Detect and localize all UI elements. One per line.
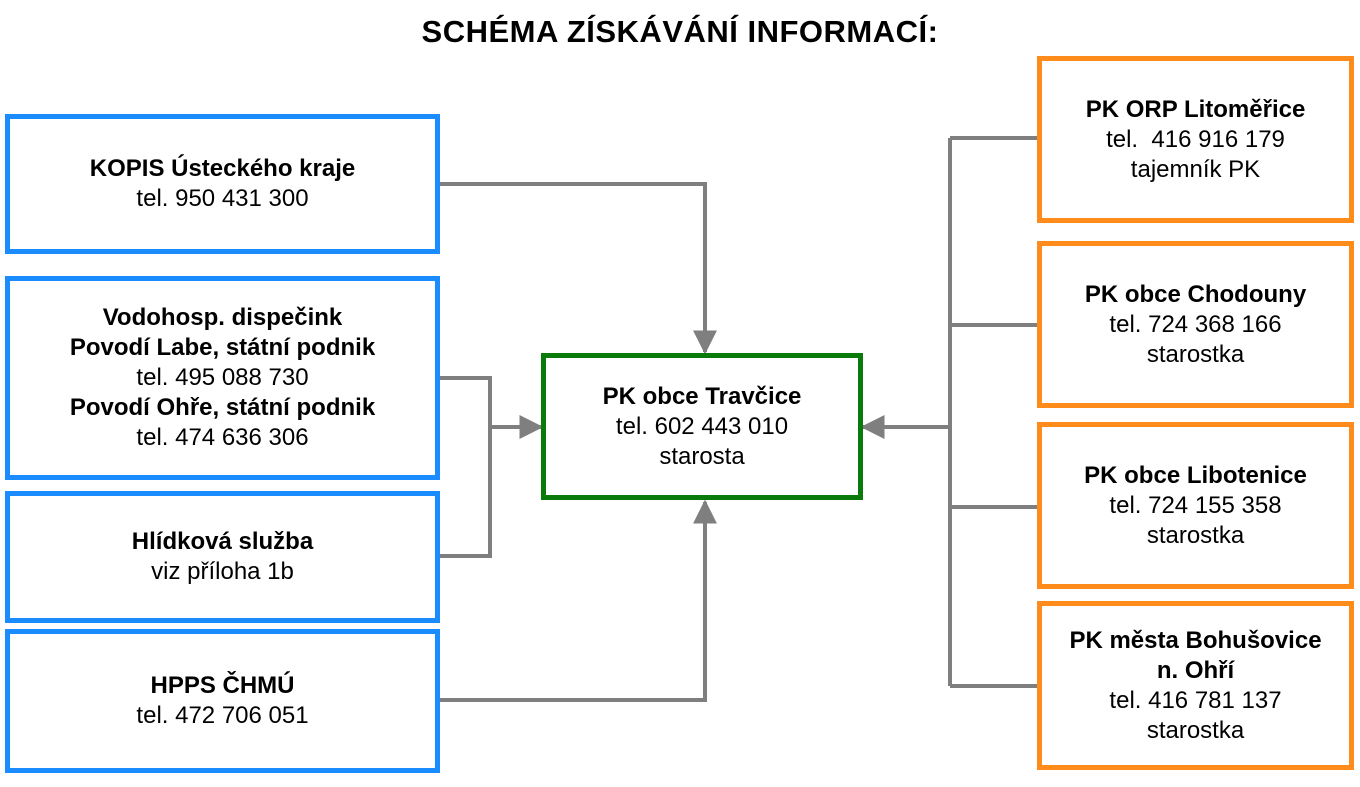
bohusovice-name-line1: PK města Bohušovice (1069, 626, 1322, 654)
vodohosp-connector (440, 376, 492, 558)
libotenice-tel: tel. 724 155 358 (1109, 491, 1282, 519)
travcice-tel: tel. 602 443 010 (615, 412, 789, 440)
diagram-title: SCHÉMA ZÍSKÁVÁNÍ INFORMACÍ: (421, 14, 939, 49)
kopis-name: KOPIS Ústeckého kraje (89, 155, 356, 182)
box-vodohosp: Vodohosp. dispečink Povodí Labe, státní … (5, 276, 440, 480)
box-litomerice: PK ORP Litoměřice tel. 416 916 179 tajem… (1037, 56, 1354, 223)
box-libotenice: PK obce Libotenice tel. 724 155 358 star… (1037, 422, 1354, 589)
bohusovice-tel: tel. 416 781 137 (1109, 686, 1282, 714)
travcice-name: PK obce Travčice (602, 382, 802, 410)
vodohosp-tel2: tel. 474 636 306 (136, 424, 309, 451)
box-hlidkova: Hlídková služba viz příloha 1b (5, 491, 440, 623)
litomerice-name: PK ORP Litoměřice (1085, 95, 1306, 123)
hpps-tel: tel. 472 706 051 (136, 702, 309, 729)
bohusovice-role: starostka (1146, 716, 1245, 744)
box-chodouny: PK obce Chodouny tel. 724 368 166 staros… (1037, 241, 1354, 408)
libotenice-role: starostka (1146, 521, 1245, 549)
vodohosp-org2: Povodí Ohře, státní podnik (69, 394, 376, 421)
bohusovice-name-line2: n. Ohří (1156, 656, 1235, 684)
chodouny-role: starostka (1146, 340, 1245, 368)
litomerice-role: tajemník PK (1130, 155, 1261, 183)
hpps-connector (440, 499, 717, 702)
kopis-connector (440, 182, 717, 355)
vodohosp-name: Vodohosp. dispečink (102, 304, 343, 331)
chodouny-name: PK obce Chodouny (1084, 280, 1307, 308)
libotenice-name: PK obce Libotenice (1084, 461, 1307, 489)
litomerice-tel: tel. 416 916 179 (1106, 125, 1285, 153)
box-bohusovice: PK města Bohušovice n. Ohří tel. 416 781… (1037, 601, 1354, 770)
box-hpps: HPPS ČHMÚ tel. 472 706 051 (5, 629, 440, 773)
vodohosp-org1: Povodí Labe, státní podnik (69, 334, 376, 361)
travcice-role: starosta (659, 442, 745, 470)
hlidkova-note: viz příloha 1b (151, 558, 294, 585)
kopis-tel: tel. 950 431 300 (136, 185, 309, 212)
hlidkova-name: Hlídková služba (131, 528, 314, 555)
box-travcice: PK obce Travčice tel. 602 443 010 staros… (541, 353, 863, 500)
hpps-name: HPPS ČHMÚ (150, 672, 295, 699)
box-kopis: KOPIS Ústeckého kraje tel. 950 431 300 (5, 114, 440, 254)
chodouny-tel: tel. 724 368 166 (1109, 310, 1282, 338)
vodohosp-tel1: tel. 495 088 730 (136, 364, 309, 391)
